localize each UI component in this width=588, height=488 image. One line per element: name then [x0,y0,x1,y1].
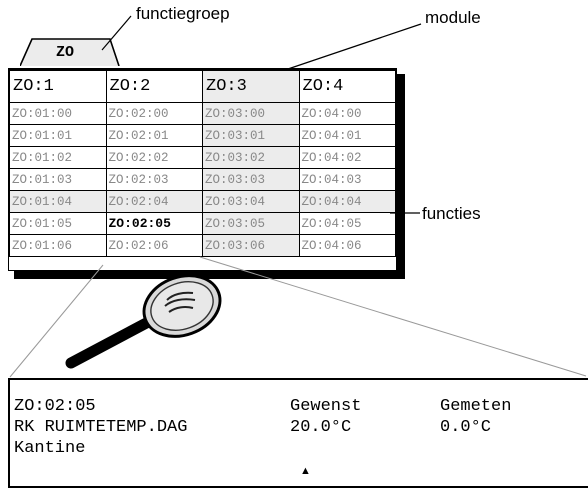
function-row: ZO:01:06 ZO:02:06 ZO:03:06 ZO:04:06 [9,234,396,257]
function-cell: ZO:03:04 [202,190,300,213]
display-desired-value: 20.0°C [290,418,352,437]
callout-functiegroep: functiegroep [136,4,230,23]
module-header: ZO:3 [202,70,300,103]
zoom-line-left [9,264,104,378]
controller-display: ZO:02:05 RK RUIMTETEMP.DAG Kantine Gewen… [8,378,588,488]
function-cell: ZO:02:03 [105,168,203,191]
leader-line-module [284,23,422,71]
zoom-line-right [199,256,587,377]
function-row: ZO:01:04 ZO:02:04 ZO:03:04 ZO:04:04 [9,190,396,213]
module-table: ZO:1 ZO:2 ZO:3 ZO:4 ZO:01:00 ZO:02:00 ZO… [9,70,396,257]
function-cell: ZO:03:00 [202,102,300,125]
cursor-marker-icon: ▲ [300,465,311,477]
function-cell: ZO:04:06 [298,234,396,257]
callout-functies: functies [422,204,481,223]
function-cell: ZO:03:01 [202,124,300,147]
display-function-name: RK RUIMTETEMP.DAG [14,418,188,437]
display-location: Kantine [14,439,86,458]
callout-module: module [425,8,481,27]
function-cell: ZO:02:01 [105,124,203,147]
module-header: ZO:4 [298,70,396,103]
function-row: ZO:01:03 ZO:02:03 ZO:03:03 ZO:04:03 [9,168,396,191]
function-row: ZO:01:05 ZO:02:05 ZO:03:05 ZO:04:05 [9,212,396,235]
function-cell: ZO:03:06 [202,234,300,257]
function-cell: ZO:04:02 [298,146,396,169]
function-cell: ZO:01:05 [9,212,107,235]
function-cell: ZO:03:02 [202,146,300,169]
function-cell: ZO:01:00 [9,102,107,125]
leader-line-functiegroep [101,15,132,51]
function-row: ZO:01:01 ZO:02:01 ZO:03:01 ZO:04:01 [9,124,396,147]
selected-function-cell: ZO:02:05 [105,212,203,235]
function-cell: ZO:01:03 [9,168,107,191]
magnifier-icon [65,274,222,369]
function-grid: ZO:1 ZO:2 ZO:3 ZO:4 ZO:01:00 ZO:02:00 ZO… [8,68,397,271]
function-cell: ZO:03:05 [202,212,300,235]
function-cell: ZO:03:03 [202,168,300,191]
display-col-desired: Gewenst [290,397,362,416]
function-cell: ZO:01:02 [9,146,107,169]
display-function-code: ZO:02:05 [14,397,96,416]
function-cell: ZO:04:01 [298,124,396,147]
display-col-measured: Gemeten [440,397,512,416]
module-header: ZO:2 [105,70,203,103]
group-tab-label: ZO [56,44,75,61]
function-cell: ZO:01:04 [9,190,107,213]
function-row: ZO:01:02 ZO:02:02 ZO:03:02 ZO:04:02 [9,146,396,169]
function-cell: ZO:01:06 [9,234,107,257]
group-tab [20,38,120,66]
function-cell: ZO:04:04 [298,190,396,213]
display-measured-value: 0.0°C [440,418,492,437]
